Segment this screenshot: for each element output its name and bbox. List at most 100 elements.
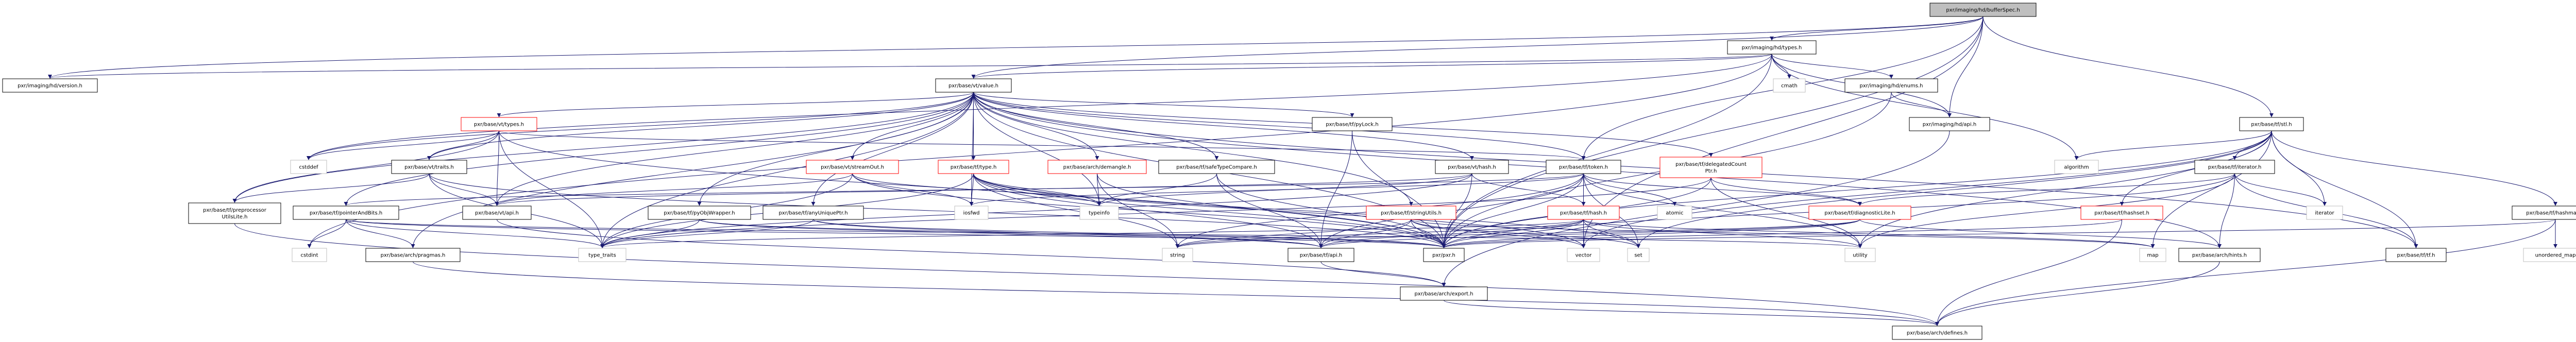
node-algorithm[interactable]: algorithm	[2054, 160, 2099, 174]
edge-stringUtils-to-tfapi	[1319, 219, 1412, 248]
node-iosfwd[interactable]: iosfwd	[954, 206, 989, 220]
edge-value-to-pyLock	[973, 92, 1354, 117]
node-hdtypes[interactable]: pxr/imaging/hd/types.h	[1727, 40, 1817, 55]
node-label: pxr/base/tf/token.h	[1559, 165, 1608, 170]
node-label: pxr/base/tf/pyLock.h	[1326, 122, 1378, 128]
node-value[interactable]: pxr/base/vt/value.h	[935, 78, 1012, 93]
edge-value-to-demangle	[973, 92, 1099, 160]
edge-vttypes-to-cstddef	[307, 130, 499, 160]
node-box	[2178, 248, 2261, 262]
node-version[interactable]: pxr/imaging/hd/version.h	[2, 78, 98, 93]
node-tfhash[interactable]: pxr/base/tf/hash.h	[1547, 206, 1620, 220]
node-pragmas[interactable]: pxr/base/arch/pragmas.h	[365, 248, 461, 262]
node-defines[interactable]: pxr/base/arch/defines.h	[1892, 326, 1982, 340]
node-label: pxr/base/arch/pragmas.h	[381, 253, 446, 259]
node-label: pxr/base/vt/hash.h	[1448, 165, 1496, 170]
edge-pointerAndBits-to-cstdint	[307, 219, 346, 248]
node-vttypes[interactable]: pxr/base/vt/types.h	[461, 117, 537, 131]
edge-value-to-vtapi	[495, 92, 974, 206]
node-label: iosfwd	[963, 211, 980, 216]
edge-hdtypes-to-algorithm	[1771, 54, 2079, 160]
node-box	[1400, 286, 1488, 301]
node-hdapi[interactable]: pxr/imaging/hd/api.h	[1909, 117, 1990, 131]
node-iteratorh[interactable]: pxr/base/tf/iterator.h	[2194, 160, 2275, 174]
node-cstddef[interactable]: cstddef	[290, 160, 327, 174]
node-stl[interactable]: pxr/base/tf/stl.h	[2239, 117, 2304, 131]
node-cstdint[interactable]: cstdint	[292, 248, 327, 262]
node-stringUtils[interactable]: pxr/base/tf/stringUtils.h	[1366, 206, 1456, 220]
edge-diagnosticLite-to-tfapi	[1319, 219, 1860, 248]
node-box	[806, 160, 899, 174]
edge-value-to-type_traits	[600, 92, 974, 248]
node-pyObjWrapper[interactable]: pxr/base/tf/pyObjWrapper.h	[648, 206, 751, 220]
edge-tfhash-to-set	[1583, 219, 1640, 248]
node-hints[interactable]: pxr/base/arch/hints.h	[2178, 248, 2261, 262]
node-safeTypeCompare[interactable]: pxr/base/tf/safeTypeCompare.h	[1158, 160, 1275, 174]
edge-pointerAndBits-to-pragmas	[346, 219, 415, 248]
node-typeinfo[interactable]: typeinfo	[1079, 206, 1119, 220]
node-type_traits[interactable]: type_traits	[578, 248, 626, 262]
node-atomic[interactable]: atomic	[1657, 206, 1692, 220]
edge-tfhash-to-utility	[1583, 219, 1862, 248]
node-label: pxr/base/tf/iterator.h	[2208, 165, 2262, 170]
edge-bufferSpec-to-version	[48, 16, 1984, 79]
edge-value-to-typeinfo	[973, 92, 1101, 206]
edge-tfhash-to-tfapi	[1319, 219, 1584, 248]
node-label: string	[1170, 253, 1185, 259]
node-set[interactable]: set	[1627, 248, 1650, 262]
node-box	[2523, 248, 2576, 262]
node-traits[interactable]: pxr/base/vt/traits.h	[391, 160, 467, 174]
edge-iteratorh-to-diagnosticLite	[1858, 173, 2235, 206]
node-bufferSpec[interactable]: pxr/imaging/hd/bufferSpec.h	[1929, 3, 2037, 17]
edge-hdtypes-to-value	[971, 54, 1772, 79]
node-string[interactable]: string	[1162, 248, 1193, 262]
node-diagnosticLite[interactable]: pxr/base/tf/diagnosticLite.h	[1808, 206, 1911, 220]
node-pxr[interactable]: pxr/pxr.h	[1423, 248, 1465, 262]
node-utility[interactable]: utility	[1844, 248, 1876, 262]
edge-diagnosticLite-to-string	[1175, 219, 1860, 248]
node-streamOut[interactable]: pxr/base/vt/streamOut.h	[806, 160, 899, 174]
node-tftype[interactable]: pxr/base/tf/type.h	[938, 160, 1009, 174]
edge-token-to-atomic	[1583, 173, 1677, 206]
node-export[interactable]: pxr/base/arch/export.h	[1400, 286, 1488, 301]
node-enums[interactable]: pxr/imaging/hd/enums.h	[1844, 78, 1938, 93]
edge-tfhash-to-map	[1583, 219, 2155, 248]
edge-iteratorh-to-utility	[1858, 173, 2235, 248]
node-cmath[interactable]: cmath	[1773, 78, 1806, 93]
node-label: pxr/imaging/hd/types.h	[1742, 45, 1802, 51]
node-box	[1773, 78, 1806, 93]
node-tfapi[interactable]: pxr/base/tf/api.h	[1287, 248, 1354, 262]
edge-value-to-token	[973, 92, 1586, 160]
node-box	[1366, 206, 1456, 220]
node-vtapi[interactable]: pxr/base/vt/api.h	[462, 206, 532, 220]
node-vector[interactable]: vector	[1567, 248, 1600, 262]
node-box	[1162, 248, 1193, 262]
node-map[interactable]: map	[2139, 248, 2166, 262]
node-box	[1312, 117, 1393, 131]
node-token[interactable]: pxr/base/tf/token.h	[1546, 160, 1621, 174]
node-hashmap[interactable]: pxr/base/tf/hashmap.h	[2512, 206, 2576, 220]
node-label: pxr/base/tf/tf.h	[2397, 253, 2435, 259]
edge-traits-to-preproc	[232, 173, 430, 203]
node-demangle[interactable]: pxr/base/arch/demangle.h	[1047, 160, 1147, 174]
edge-hdapi-to-export	[1442, 130, 1950, 287]
node-label: pxr/base/vt/streamOut.h	[821, 165, 884, 170]
node-label: pxr/imaging/hd/version.h	[18, 83, 82, 89]
node-pointerAndBits[interactable]: pxr/base/tf/pointerAndBits.h	[293, 206, 399, 220]
edge-vttypes-to-vtapi	[495, 130, 499, 206]
node-iterator[interactable]: iterator	[2306, 206, 2343, 220]
node-label: type_traits	[588, 253, 616, 259]
node-label: pxr/imaging/hd/bufferSpec.h	[1946, 8, 2020, 13]
node-hashset[interactable]: pxr/base/tf/hashset.h	[2080, 206, 2163, 220]
node-pyLock[interactable]: pxr/base/tf/pyLock.h	[1312, 117, 1393, 131]
edge-value-to-preproc	[232, 92, 974, 203]
node-unordered_map[interactable]: unordered_map	[2523, 248, 2576, 262]
edge-token-to-pxr	[1442, 173, 1584, 248]
node-anyUniquePtr[interactable]: pxr/base/tf/anyUniquePtr.h	[762, 206, 864, 220]
node-tf[interactable]: pxr/base/tf/tf.h	[2385, 248, 2447, 262]
node-box	[2080, 206, 2163, 220]
node-label: pxr/base/tf/hashset.h	[2094, 211, 2149, 216]
node-vthash[interactable]: pxr/base/vt/hash.h	[1435, 160, 1509, 174]
